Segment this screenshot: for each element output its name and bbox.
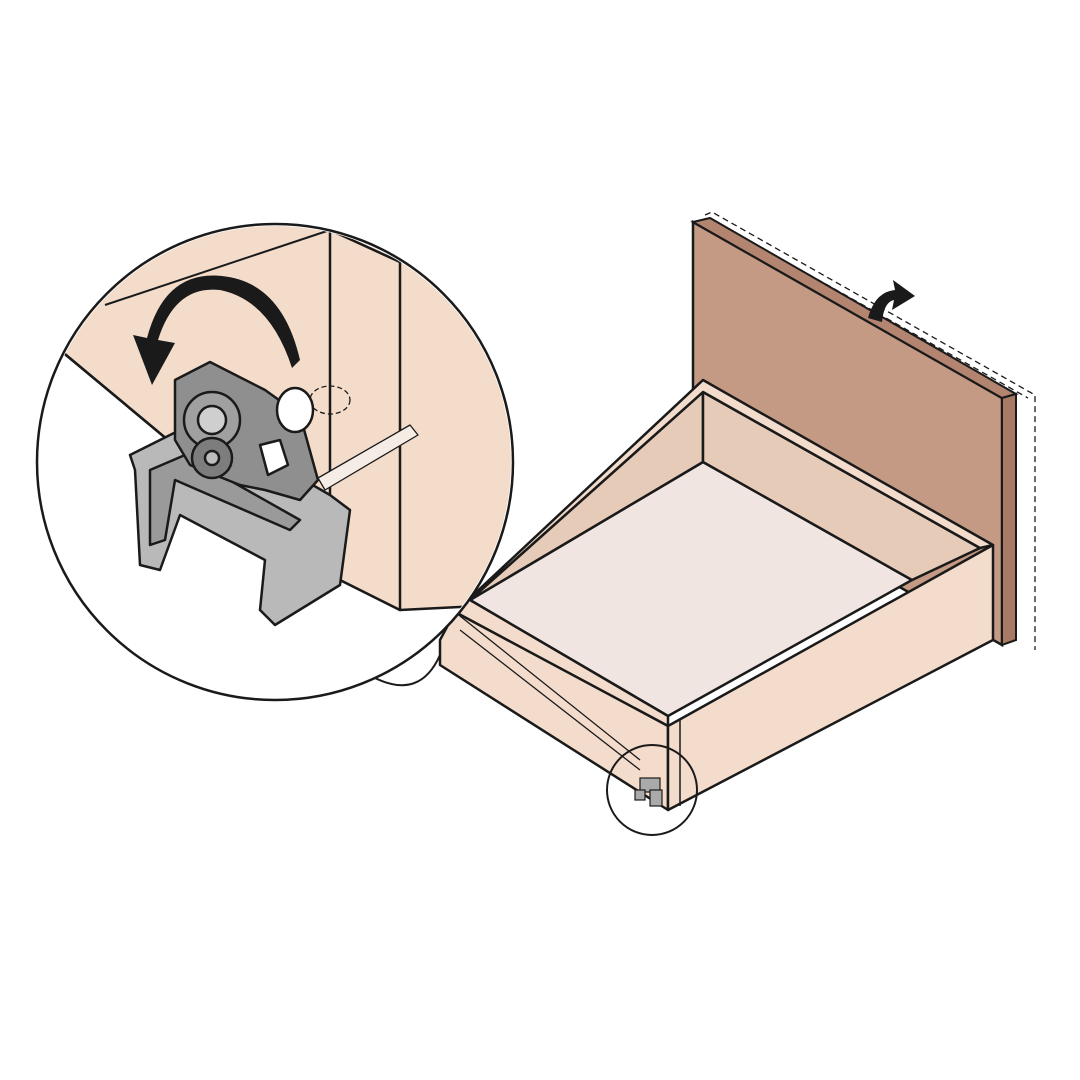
- curved-arrow-icon: [868, 280, 915, 322]
- small-detail-circle: [606, 744, 698, 836]
- drawer-front-side-edge: [1001, 392, 1017, 647]
- cam-lever: [173, 360, 320, 502]
- drawer-box: [438, 378, 995, 812]
- counterclockwise-arrow-icon: [133, 275, 300, 385]
- large-detail-circle: [35, 222, 515, 702]
- dowel-dashed-outline: [309, 385, 419, 491]
- box-top-rim: [453, 378, 995, 728]
- small-bracket-icon: [634, 777, 663, 807]
- detail-callout-connector: [374, 654, 441, 687]
- box-right-side-panel: [666, 543, 995, 812]
